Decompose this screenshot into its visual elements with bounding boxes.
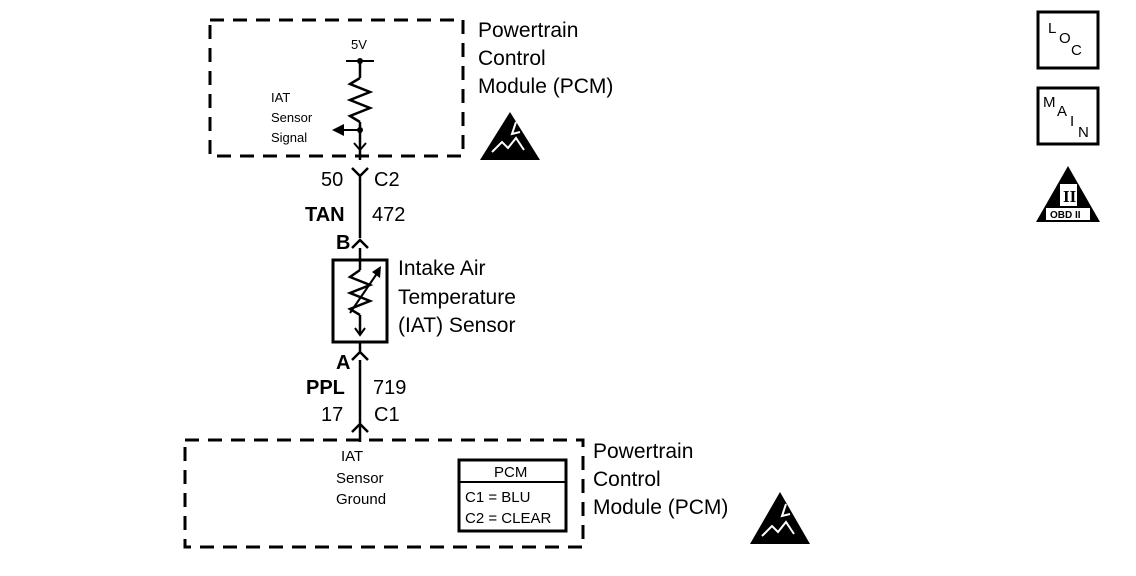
ground-label-line-3: Ground [336, 491, 386, 508]
thermistor-symbol [346, 268, 374, 317]
legend-row-1: C1 = BLU [465, 489, 530, 506]
bottom-connector-id: C1 [374, 404, 400, 426]
pcm-bottom-outline [183, 438, 585, 549]
loc-letter-o: O [1059, 30, 1071, 47]
ground-label-line-2: Sensor [336, 470, 384, 487]
esd-warning-icon [480, 112, 540, 160]
pcm-top-outline [208, 18, 465, 158]
loc-icon[interactable]: L O C [1036, 10, 1100, 70]
signal-label-line-2: Sensor [271, 110, 313, 125]
voltage-label: 5V [351, 37, 367, 52]
signal-label-line-1: IAT [271, 90, 290, 105]
pcm-bottom-block: Powertrain Control Module (PCM) IAT Sens… [183, 438, 810, 549]
top-connector-id: C2 [374, 169, 400, 191]
sensor-name-line-2: Temperature [398, 286, 516, 309]
legend-header: PCM [494, 464, 527, 481]
pcm-connector-legend: PCM C1 = BLU C2 = CLEAR [457, 458, 568, 533]
signal-label-line-3: Signal [271, 130, 307, 145]
esd-warning-icon [750, 492, 810, 544]
obd-label: OBD II [1050, 210, 1081, 221]
wire-bottom-color: PPL [306, 377, 345, 399]
main-letter-m: M [1043, 94, 1056, 111]
pcm-bottom-title-line-3: Module (PCM) [593, 496, 728, 519]
pcm-bottom-title-line-1: Powertrain [593, 440, 693, 463]
main-letter-n: N [1078, 124, 1089, 141]
obd-ii-icon[interactable]: II OBD II [1036, 166, 1100, 222]
pcm-top-block: Powertrain Control Module (PCM) 5V IAT S… [208, 18, 613, 160]
sensor-terminal-a: A [336, 352, 350, 374]
sensor-terminal-b: B [336, 232, 350, 254]
iat-sensor: B A Intake Air Temperature (IAT) Sensor [331, 232, 516, 374]
pull-up-resistor [346, 76, 374, 124]
bottom-pin-number: 17 [321, 404, 343, 426]
obd-numeral: II [1063, 187, 1077, 206]
main-icon[interactable]: M A I N [1036, 86, 1100, 146]
bottom-connector: 17 C1 [321, 404, 400, 442]
loc-letter-c: C [1071, 42, 1082, 59]
ground-label-line-1: IAT [341, 448, 363, 465]
signal-arrow [332, 124, 344, 136]
loc-letter-l: L [1048, 20, 1056, 37]
pcm-top-title-line-1: Powertrain [478, 19, 578, 42]
pcm-top-title-line-2: Control [478, 47, 546, 70]
sensor-name-line-3: (IAT) Sensor [398, 314, 515, 337]
top-pin-number: 50 [321, 169, 343, 191]
legend-row-2: C2 = CLEAR [465, 510, 551, 527]
wire-top-circuit: 472 [372, 204, 405, 226]
top-connector: 50 C2 [321, 167, 400, 238]
wire-bottom-circuit: 719 [373, 377, 406, 399]
main-letter-i: I [1070, 113, 1074, 130]
main-letter-a: A [1057, 103, 1067, 120]
wire-top-color: TAN [305, 204, 345, 226]
sensor-name-line-1: Intake Air [398, 257, 486, 280]
pcm-bottom-title-line-2: Control [593, 468, 661, 491]
pcm-top-title-line-3: Module (PCM) [478, 75, 613, 98]
